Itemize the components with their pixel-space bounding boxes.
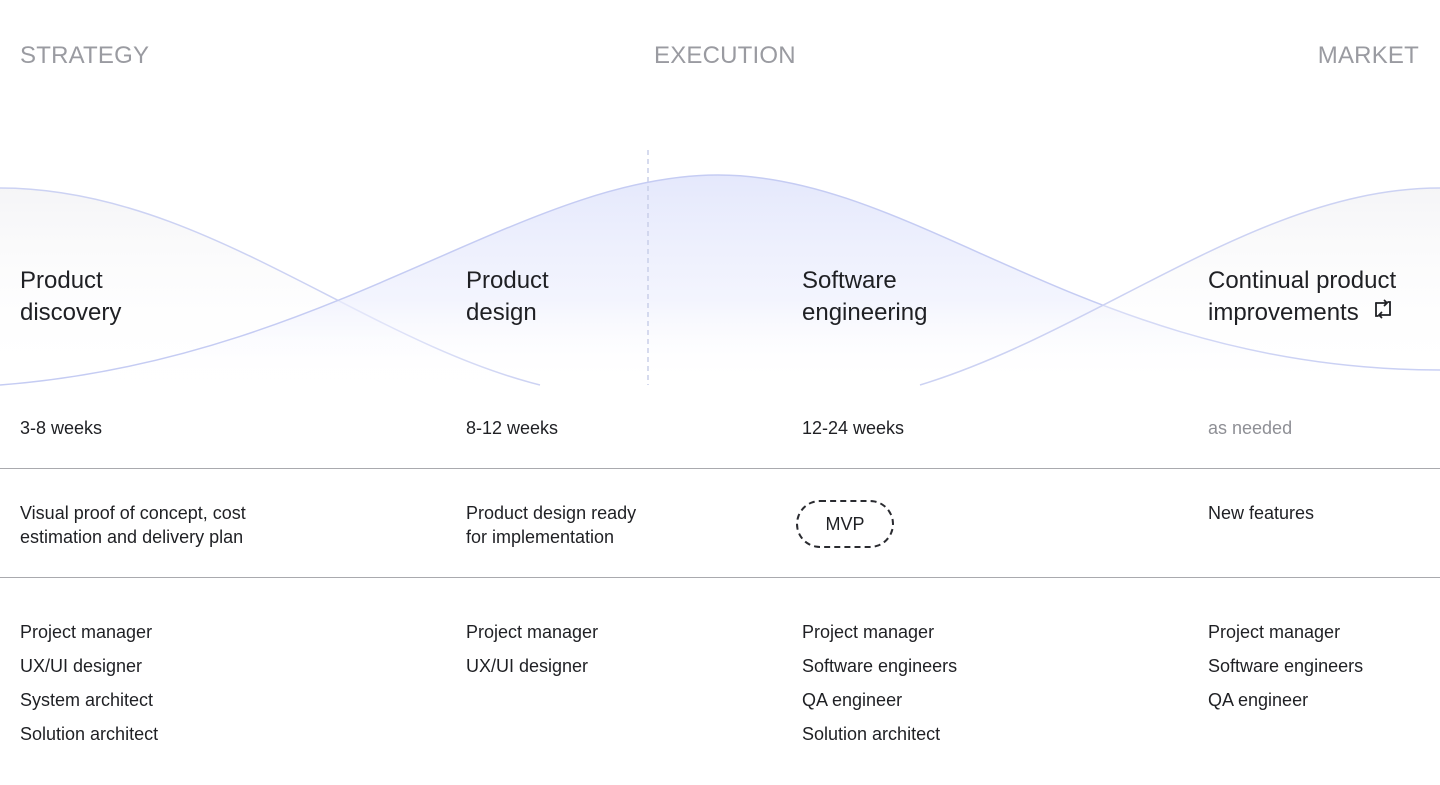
team-role: QA engineer	[802, 690, 903, 710]
duration-continual-improvements: as needed	[1208, 418, 1293, 438]
phase-strategy: STRATEGY	[20, 42, 150, 69]
stage-title-line: Product	[466, 267, 549, 294]
team-role: Solution architect	[802, 724, 941, 744]
team-role: Solution architect	[20, 724, 159, 744]
wave-market-fill	[920, 188, 1440, 385]
team-role: QA engineer	[1208, 690, 1309, 710]
mvp-badge: MVP	[796, 500, 894, 548]
deliverable-line: Product design ready	[466, 503, 637, 523]
duration-product-discovery: 3-8 weeks	[20, 418, 103, 438]
team-role: UX/UI designer	[466, 656, 589, 676]
repeat-icon	[1373, 296, 1393, 328]
wave-curves	[0, 150, 1440, 386]
team-list-product-design: Project manager UX/UI designer	[466, 615, 598, 683]
wave-market	[919, 187, 1440, 386]
team-role: Software engineers	[802, 656, 958, 676]
deliverable-line: New features	[1208, 503, 1315, 523]
stage-title-line: design	[466, 299, 537, 326]
deliverable-line: Visual proof of concept, cost	[20, 503, 246, 523]
row-divider	[0, 468, 1440, 469]
stage-title-line: Product	[20, 267, 103, 294]
stage-title-software-engineering: Software engineering	[802, 265, 927, 329]
team-role: Project manager	[466, 622, 599, 642]
stage-title-line: improvements	[1208, 299, 1359, 326]
row-divider	[0, 577, 1440, 578]
team-role: Project manager	[1208, 622, 1341, 642]
stage-title-line: Software	[802, 267, 897, 294]
stage-title-product-discovery: Product discovery	[20, 265, 121, 329]
stage-title-product-design: Product design	[466, 265, 549, 329]
team-role: Project manager	[802, 622, 935, 642]
team-role: UX/UI designer	[20, 656, 143, 676]
team-list-product-discovery: Project manager UX/UI designer System ar…	[20, 615, 158, 751]
team-list-continual-improvements: Project manager Software engineers QA en…	[1208, 615, 1363, 717]
team-role: System architect	[20, 690, 154, 710]
deliverable-product-discovery: Visual proof of concept, cost estimation…	[20, 501, 246, 549]
deliverable-line: estimation and delivery plan	[20, 527, 244, 547]
phase-execution: EXECUTION	[654, 42, 796, 69]
duration-software-engineering: 12-24 weeks	[802, 418, 905, 438]
deliverable-line: for implementation	[466, 527, 615, 547]
duration-product-design: 8-12 weeks	[466, 418, 559, 438]
phase-market: MARKET	[1317, 42, 1419, 69]
stage-title-line: Continual product	[1208, 267, 1397, 294]
stage-title-line: engineering	[802, 299, 928, 326]
stage-title-line: discovery	[20, 299, 122, 326]
deliverable-continual-improvements: New features	[1208, 501, 1314, 525]
team-role: Project manager	[20, 622, 153, 642]
team-list-software-engineering: Project manager Software engineers QA en…	[802, 615, 957, 751]
stage-title-continual-improvements: Continual product improvements	[1208, 265, 1396, 329]
team-role: Software engineers	[1208, 656, 1364, 676]
stage-title-line-with-icon: improvements	[1208, 297, 1396, 329]
deliverable-product-design: Product design ready for implementation	[466, 501, 636, 549]
